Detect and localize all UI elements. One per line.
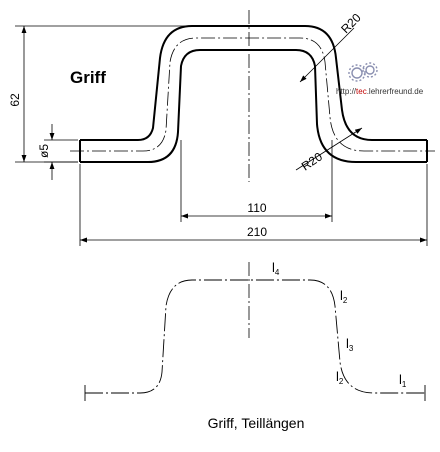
handle-center-line	[70, 37, 435, 152]
label-l1: l1	[399, 372, 407, 389]
part-length-path	[85, 279, 425, 394]
drawing-caption: Griff, Teillängen	[208, 415, 305, 431]
height-dimension-label: 62	[8, 93, 22, 107]
total-width-dimension-label: 210	[247, 225, 267, 239]
handle-outer-edge	[80, 25, 427, 141]
label-l4: l4	[272, 260, 280, 277]
drawing-title: Griff	[70, 68, 106, 87]
radius-top-leader	[299, 27, 355, 83]
diameter-dimension-label: ø5	[37, 144, 51, 158]
label-l2-bottom: l2	[336, 369, 344, 386]
total-width-dimension	[79, 164, 428, 246]
radius-top-label: R20	[338, 10, 364, 36]
height-dimension	[15, 25, 190, 163]
label-l3: l3	[346, 336, 354, 353]
watermark-url: http://tec.lehrerfreund.de	[336, 87, 424, 96]
inner-width-dimension	[180, 140, 333, 222]
diameter-dimension	[44, 124, 78, 180]
gears-logo-icon	[348, 62, 378, 82]
handle-inner-edge	[80, 49, 427, 163]
label-l2-top: l2	[340, 288, 348, 305]
inner-width-dimension-label: 110	[247, 201, 266, 215]
radius-bottom-label: R20	[299, 149, 325, 173]
radius-bottom-leader	[295, 127, 363, 171]
